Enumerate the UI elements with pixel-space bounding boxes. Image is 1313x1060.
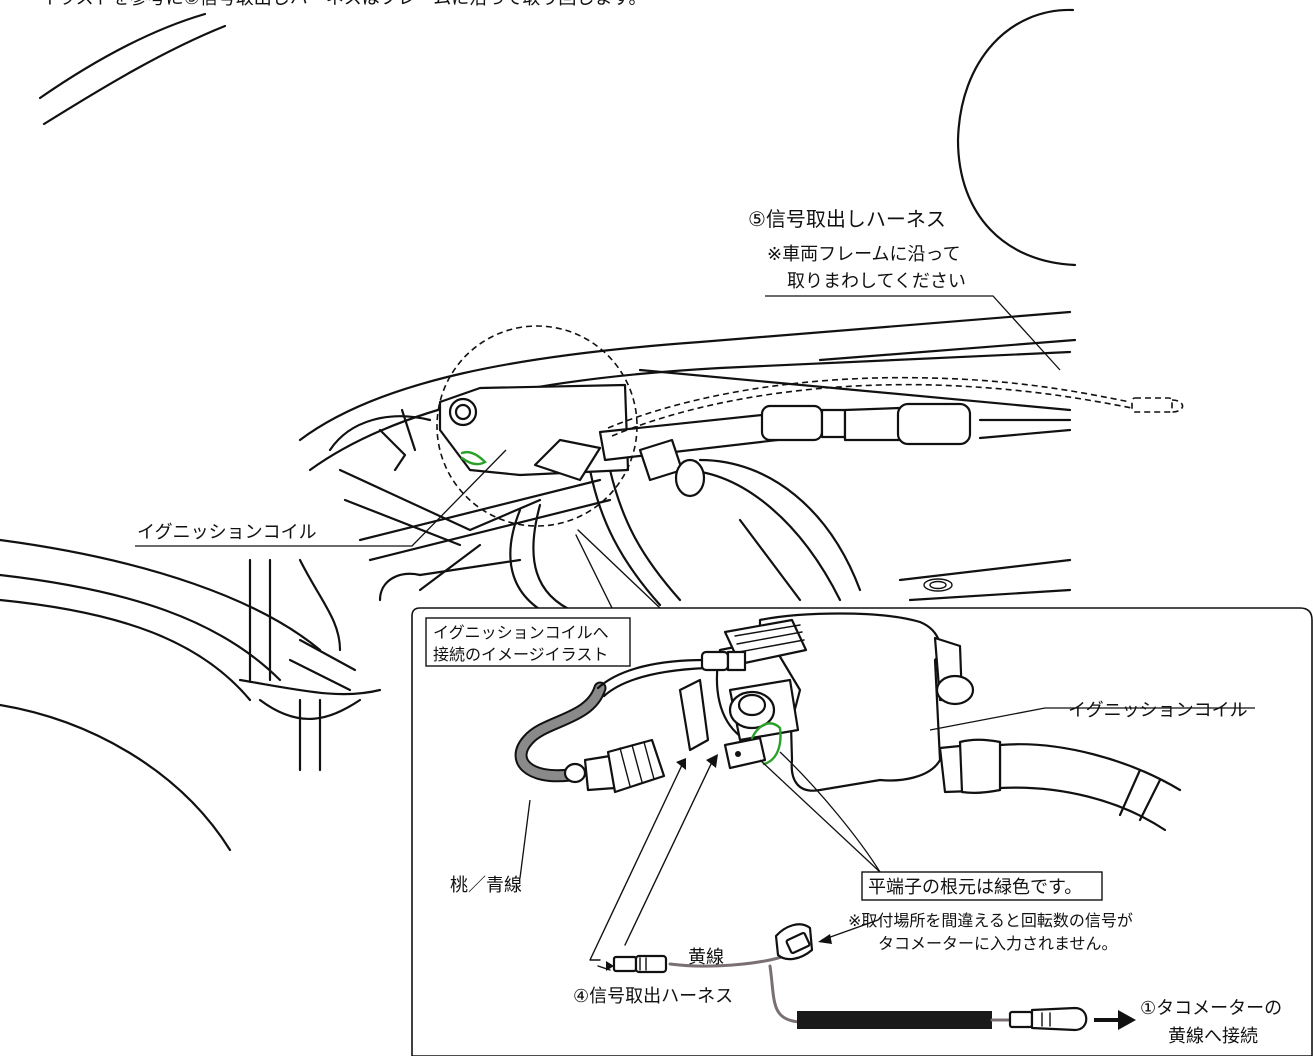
label-tacho-line1: ①タコメーターの	[1140, 998, 1282, 1019]
leader-flat-terminal-2	[779, 751, 881, 873]
signal-harness-4	[612, 923, 1088, 1032]
frame-lines	[0, 310, 1077, 852]
engine-parts	[238, 408, 1072, 772]
warning-line1: ※取付場所を間違えると回転数の信号が	[848, 911, 1133, 930]
main-ignition-coil	[438, 383, 630, 477]
routed-signal-harness	[607, 376, 1184, 437]
leader-flat-terminal	[759, 759, 881, 873]
note-route-line1: ※車両フレームに沿って	[767, 244, 961, 265]
callout-line-right	[577, 529, 661, 609]
label-ignition-coil-main: イグニッションコイル	[137, 522, 317, 543]
meter-outline	[956, 8, 1077, 267]
inset-ignition-coil	[678, 612, 1182, 832]
label-signal-harness-5: ⑤信号取出しハーネス	[748, 207, 946, 231]
callout-line-left	[575, 534, 613, 609]
flat-terminal-note-box	[861, 871, 1103, 901]
black-sleeve	[797, 1011, 992, 1029]
label-tacho-line2: 黄線へ接続	[1168, 1026, 1258, 1047]
label-ignition-coil-inset: イグニッションコイル	[1068, 700, 1248, 721]
leader-route-note	[765, 295, 1061, 371]
leader-ignition-coil-main	[135, 449, 507, 547]
note-flat-terminal: 平端子の根元は緑色です。	[868, 877, 1082, 898]
main-cables	[533, 402, 972, 498]
warning-line2: タコメーターに入力されません。	[878, 934, 1118, 953]
connection-arrows	[589, 754, 879, 971]
arrow-right-icon	[1094, 1010, 1136, 1030]
label-signal-harness-4: ④信号取出ハーネス	[573, 986, 733, 1007]
leader-pink-blue-wire	[519, 799, 531, 879]
label-yellow-wire: 黄線	[688, 947, 724, 968]
magnifier-circle	[436, 325, 638, 527]
inset-title-line2: 接続のイメージイラスト	[433, 645, 608, 664]
note-route-line2: 取りまわしてください	[787, 271, 966, 292]
top-caption: イラストを参考に⑤信号取出しハーネスはフレームに沿って取り回します。	[40, 0, 647, 9]
inset-title-line1: イグニッションコイルへ	[433, 623, 609, 642]
pink-blue-wire	[514, 650, 747, 794]
fuel-tank-edge	[38, 12, 227, 126]
leader-ignition-coil-inset	[929, 707, 1255, 731]
inset-title-box	[425, 617, 631, 667]
label-pink-blue-wire: 桃／青線	[450, 875, 522, 896]
